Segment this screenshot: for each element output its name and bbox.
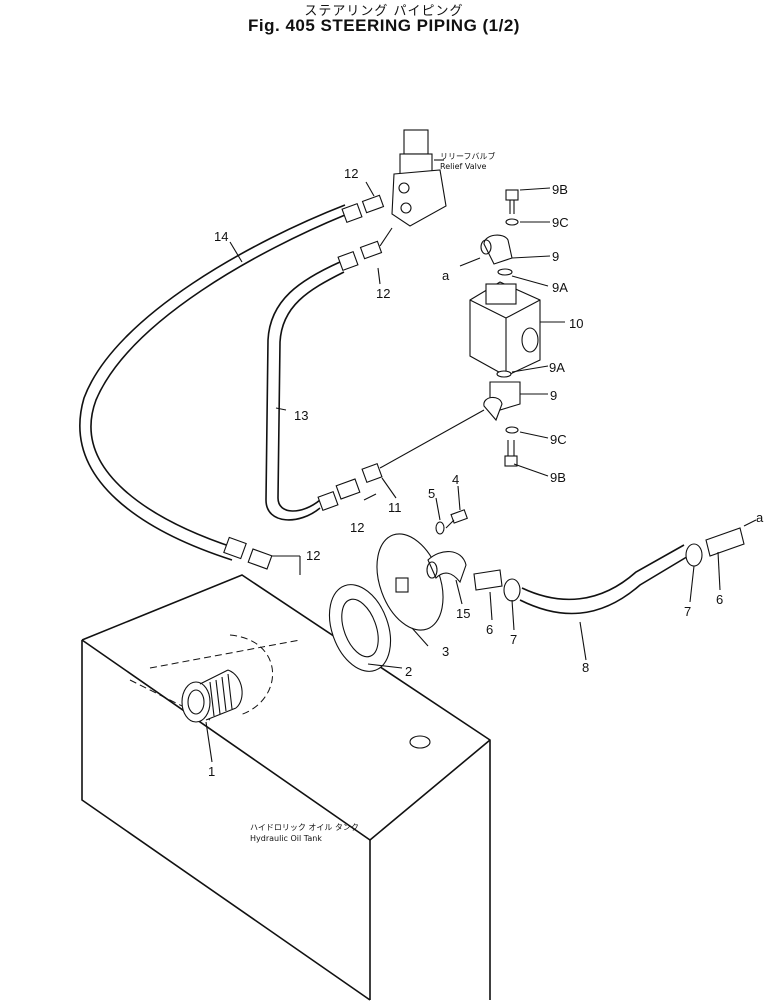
figure-title: Fig. 405 STEERING PIPING (1/2) bbox=[248, 16, 520, 35]
leader-lines bbox=[205, 181, 721, 763]
union-part-12-lower-left bbox=[247, 548, 273, 570]
callout-12-upper-mid: 12 bbox=[376, 286, 390, 301]
flange-part-9-upper bbox=[480, 234, 513, 265]
callout-9A-lower: 9A bbox=[549, 360, 565, 375]
oring-part-9C-upper bbox=[505, 218, 519, 226]
reference-a-right: a bbox=[756, 510, 764, 525]
tank-label-jp: ハイドロリック オイル タンク bbox=[250, 823, 359, 832]
elbow-part-15 bbox=[426, 551, 467, 584]
reference-arrow-a-upper bbox=[459, 257, 481, 267]
callout-7-left: 7 bbox=[510, 632, 517, 647]
callout-1: 1 bbox=[208, 764, 215, 779]
callout-4: 4 bbox=[452, 472, 459, 487]
title-japanese: ステアリング パイピング bbox=[304, 4, 464, 19]
callout-12-lower: 12 bbox=[350, 520, 364, 535]
clamp-part-7-left bbox=[503, 578, 521, 602]
callout-5: 5 bbox=[428, 486, 435, 501]
hose-part-13 bbox=[265, 261, 345, 521]
strainer-part-1 bbox=[181, 669, 243, 723]
tank-label-en: Hydraulic Oil Tank bbox=[250, 834, 322, 843]
bolt-part-9B-lower bbox=[504, 440, 518, 467]
hydraulic-oil-tank bbox=[81, 574, 491, 1001]
pump-part-10 bbox=[469, 281, 541, 377]
gasket-part-2 bbox=[328, 584, 392, 672]
callout-10: 10 bbox=[569, 316, 583, 331]
callout-6-right: 6 bbox=[716, 592, 723, 607]
callout-8: 8 bbox=[582, 660, 589, 675]
clamp-part-7-right bbox=[685, 543, 703, 567]
connector-part-11 bbox=[361, 409, 485, 484]
oring-part-9A-upper bbox=[497, 268, 513, 276]
fitting-part-6-right bbox=[705, 527, 745, 557]
oring-part-9A-lower bbox=[496, 370, 512, 378]
callout-9-upper: 9 bbox=[552, 249, 559, 264]
callout-9-lower: 9 bbox=[550, 388, 557, 403]
callout-12-bottom: 12 bbox=[306, 548, 320, 563]
callout-9B-upper: 9B bbox=[552, 182, 568, 197]
callout-7-right: 7 bbox=[684, 604, 691, 619]
callout-9C-upper: 9C bbox=[552, 215, 569, 230]
callout-12-top: 12 bbox=[344, 166, 358, 181]
callout-11: 11 bbox=[388, 500, 402, 515]
reference-a-upper: a bbox=[442, 268, 450, 283]
relief-valve-label-jp: リリーフバルブ bbox=[440, 151, 496, 161]
callout-9C-lower: 9C bbox=[550, 432, 567, 447]
bolt-part-4 bbox=[445, 509, 468, 529]
reference-arrow-a-right bbox=[743, 519, 757, 527]
union-part-12-upper bbox=[341, 194, 385, 224]
hose-part-14 bbox=[79, 204, 346, 561]
callout-13: 13 bbox=[294, 408, 308, 423]
bolt-part-9B-upper bbox=[505, 189, 519, 214]
callout-6-left: 6 bbox=[486, 622, 493, 637]
callout-15: 15 bbox=[456, 606, 470, 621]
callout-14: 14 bbox=[214, 229, 228, 244]
callout-3: 3 bbox=[442, 644, 449, 659]
callout-9B-lower: 9B bbox=[550, 470, 566, 485]
fitting-part-6-left bbox=[473, 569, 503, 591]
hose-part-8 bbox=[519, 544, 691, 615]
oring-part-9C-lower bbox=[505, 426, 519, 434]
union-part-12-middle bbox=[337, 227, 393, 272]
relief-valve bbox=[391, 129, 447, 227]
relief-valve-label-en: Relief Valve bbox=[440, 162, 487, 171]
union-part-12-lower bbox=[335, 478, 361, 500]
callout-2: 2 bbox=[405, 664, 412, 679]
callout-9A-upper: 9A bbox=[552, 280, 568, 295]
washer-part-5 bbox=[435, 521, 445, 535]
flange-part-9-lower bbox=[483, 381, 521, 422]
